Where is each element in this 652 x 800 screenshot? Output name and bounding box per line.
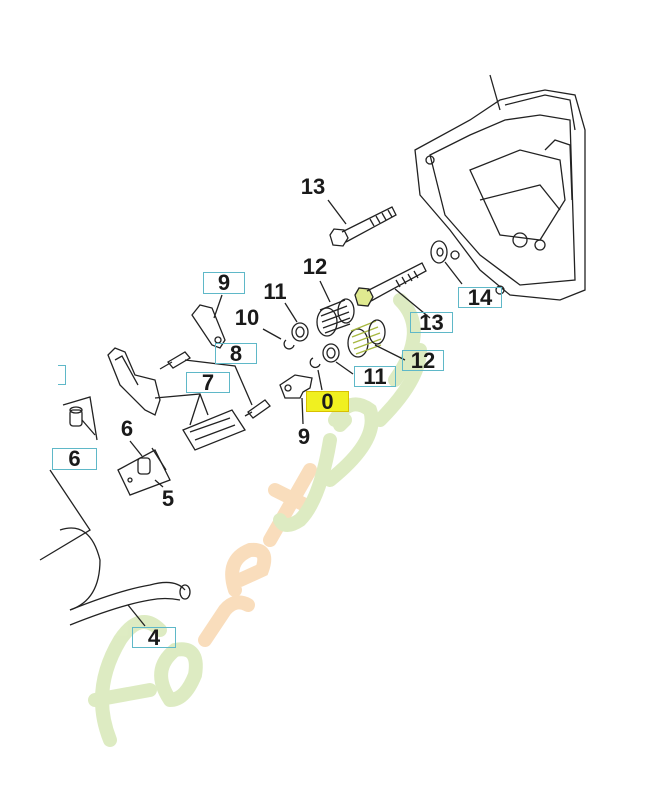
callout-12-top: 12 <box>302 254 328 279</box>
callout-13-top: 13 <box>300 174 326 199</box>
ref-box-9[interactable]: 9 <box>203 270 245 295</box>
cover-plate <box>59 527 101 611</box>
spring-12-bottom <box>347 319 406 361</box>
ref-box-4[interactable]: 4 <box>132 625 176 650</box>
ref-box-0-highlighted[interactable]: 0 <box>306 389 349 414</box>
callout-11-top: 11 <box>263 279 287 304</box>
callout-5: 5 <box>161 486 175 511</box>
washer-14 <box>430 240 448 264</box>
rocker-plate-9-bottom <box>279 374 313 399</box>
spring-12-top <box>316 280 355 337</box>
callout-10: 10 <box>234 305 260 330</box>
plug-6-right <box>117 440 171 496</box>
ref-box-14[interactable]: 14 <box>458 285 502 310</box>
ref-box-partial[interactable] <box>58 365 66 385</box>
ref-box-11[interactable]: 11 <box>354 364 396 389</box>
rocker-plate-9-top <box>191 304 226 349</box>
rocker-arm-7b <box>182 409 246 451</box>
cylinder-head <box>414 74 586 301</box>
rocker-arm-7a <box>107 347 161 416</box>
callout-6-top: 6 <box>120 416 134 441</box>
plug-6-left <box>62 396 98 441</box>
ref-box-12[interactable]: 12 <box>402 348 444 373</box>
bolt-13-top <box>327 199 397 247</box>
breather-tube-4 <box>69 581 191 627</box>
ref-box-8[interactable]: 8 <box>215 341 257 366</box>
keeper-10 <box>283 339 295 350</box>
crankcase-edge <box>39 469 91 561</box>
ref-box-7[interactable]: 7 <box>186 370 230 395</box>
stud-8 <box>159 351 271 419</box>
retainer-11-bottom <box>322 343 340 363</box>
retainer-11-top <box>291 322 309 342</box>
keeper-0 <box>309 357 321 369</box>
ref-box-6[interactable]: 6 <box>52 446 97 471</box>
ref-box-13[interactable]: 13 <box>410 310 453 335</box>
callout-9-bottom: 9 <box>297 424 311 449</box>
bolt-13-long <box>354 262 431 319</box>
